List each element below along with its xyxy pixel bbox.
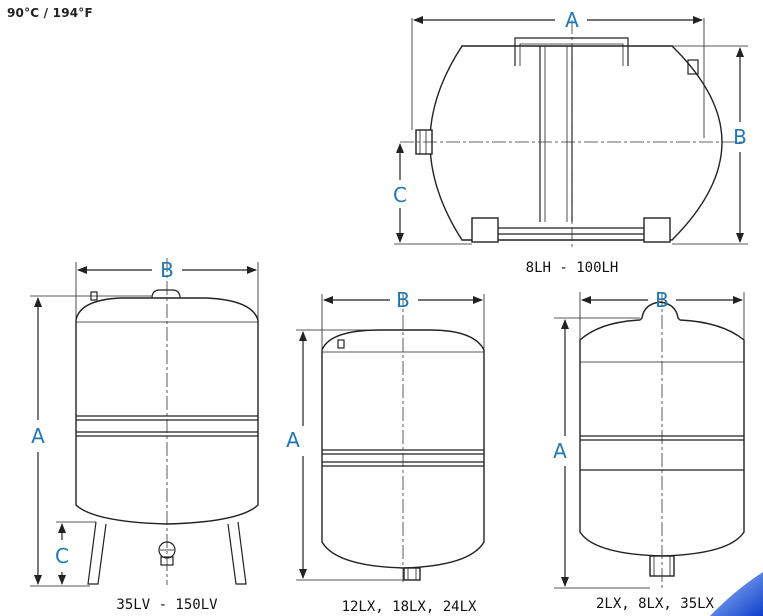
medium-vertical-dim-a: A — [286, 428, 300, 452]
corner-swoosh-graphic — [710, 572, 763, 616]
medium-vertical-tank — [296, 292, 485, 585]
large-vertical-tank — [30, 258, 259, 587]
large-vertical-dim-c: C — [55, 544, 69, 568]
large-vertical-dim-b: B — [160, 258, 174, 282]
horizontal-dim-c: C — [393, 183, 407, 207]
horizontal-dim-a: A — [565, 8, 579, 32]
small-vertical-dim-a: A — [553, 439, 567, 463]
medium-vertical-model-caption: 12LX, 18LX, 24LX — [342, 599, 477, 615]
temperature-label: 90°C / 194°F — [7, 6, 93, 20]
horizontal-model-caption: 8LH - 100LH — [526, 260, 619, 276]
large-vertical-model-caption: 35LV - 150LV — [116, 597, 218, 613]
horizontal-tank — [394, 16, 748, 250]
large-vertical-dim-a: A — [31, 424, 45, 448]
medium-vertical-dim-b: B — [396, 288, 410, 312]
horizontal-dim-b: B — [733, 125, 747, 149]
small-vertical-tank — [554, 292, 745, 590]
small-vertical-dim-b: B — [655, 288, 669, 312]
small-vertical-model-caption: 2LX, 8LX, 35LX — [596, 596, 715, 612]
